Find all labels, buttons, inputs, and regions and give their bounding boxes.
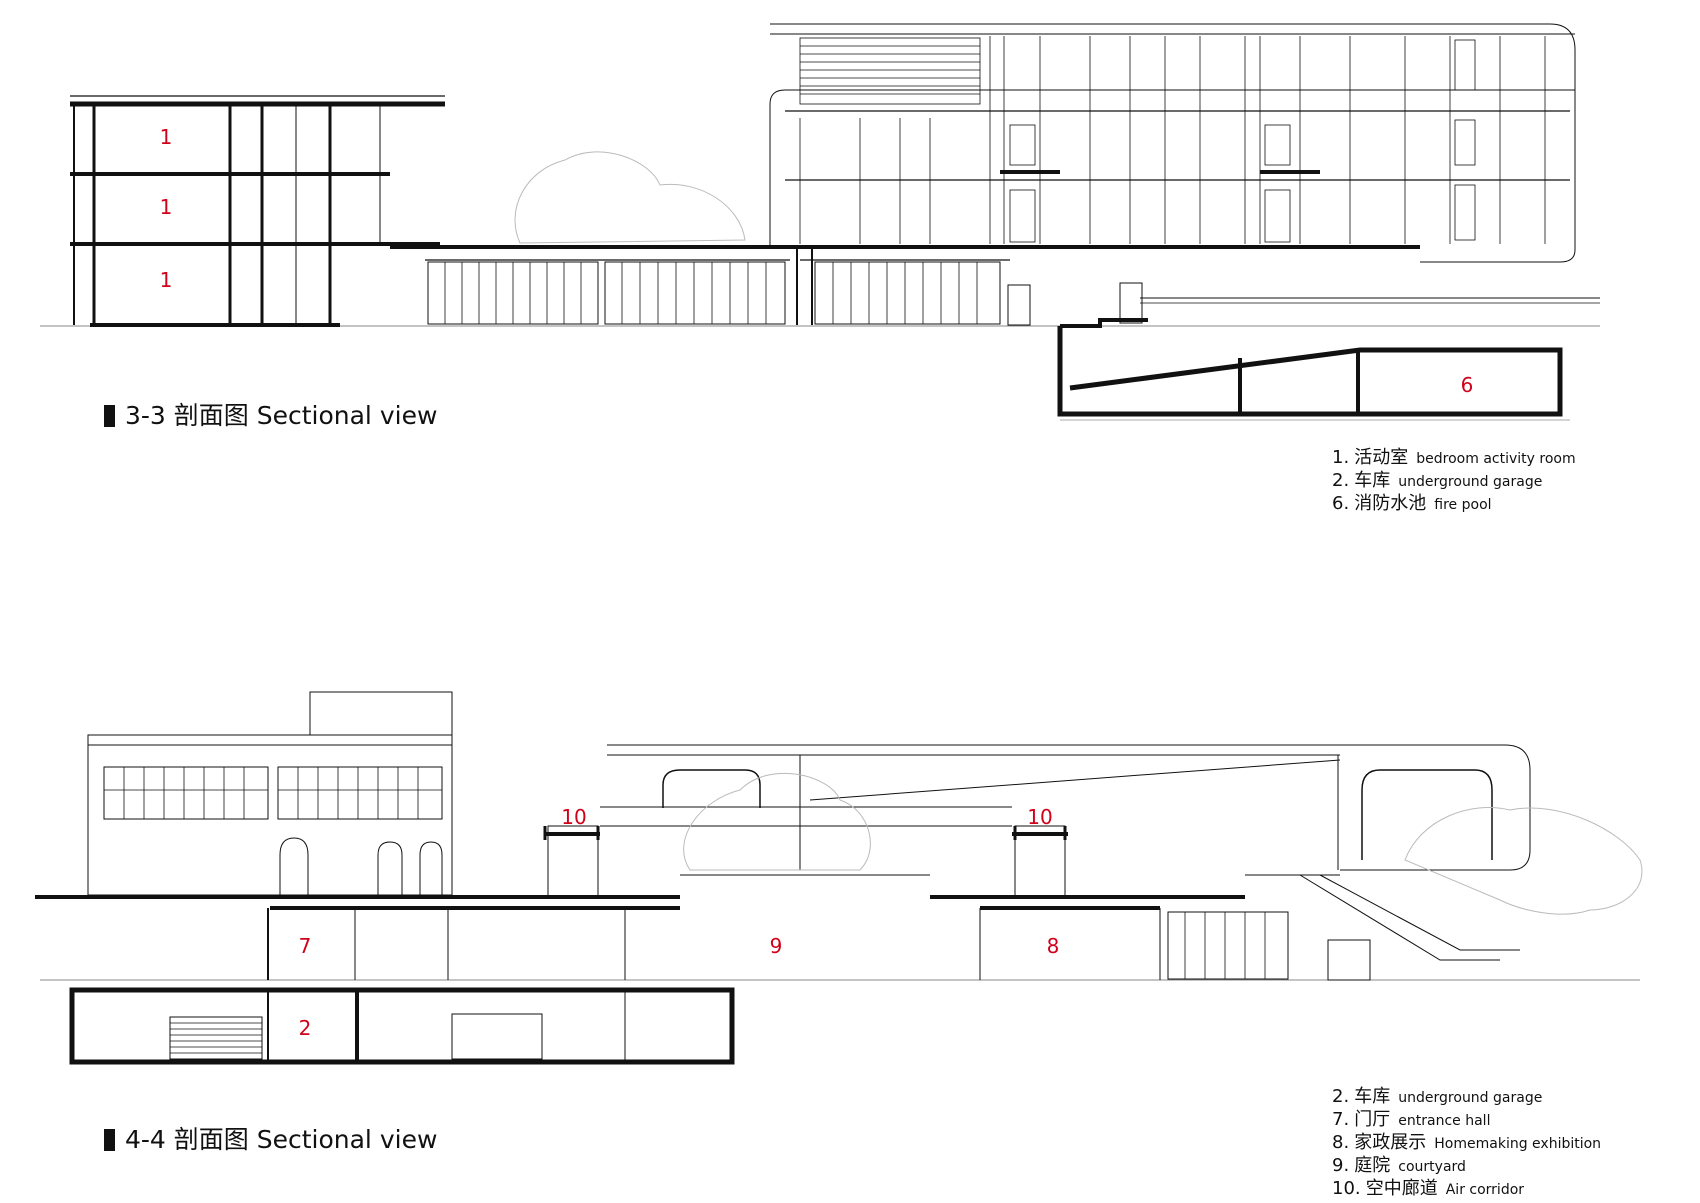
legend-item: 9. 庭院 courtyard	[1332, 1154, 1601, 1177]
legend-number: 8.	[1332, 1132, 1350, 1153]
title-marker	[104, 405, 115, 427]
room-label: 10	[561, 805, 587, 829]
legend-number: 9.	[1332, 1155, 1350, 1176]
legend-item: 2. 车库 underground garage	[1332, 1085, 1601, 1108]
legend-english: bedroom activity room	[1416, 451, 1576, 467]
legend-chinese: 家政展示	[1354, 1132, 1427, 1153]
legend-english: Air corridor	[1445, 1182, 1525, 1198]
section-3-3-legend: 1. 活动室 bedroom activity room 2. 车库 undergr…	[1332, 446, 1576, 515]
legend-item: 8. 家政展示 Homemaking exhibition	[1332, 1131, 1601, 1154]
legend-english: underground garage	[1398, 474, 1543, 490]
room-label: 1	[159, 268, 173, 292]
legend-item: 10. 空中廊道 Air corridor	[1332, 1177, 1601, 1200]
room-label: 2	[298, 1016, 312, 1040]
legend-number: 7.	[1332, 1109, 1350, 1130]
legend-chinese: 活动室	[1354, 447, 1409, 468]
legend-number: 2.	[1332, 470, 1350, 491]
legend-item: 6. 消防水池 fire pool	[1332, 492, 1576, 515]
room-label: 6	[1460, 373, 1474, 397]
section-3-3-title: 3-3 剖面图 Sectional view	[104, 396, 437, 432]
legend-english: Homemaking exhibition	[1434, 1136, 1602, 1152]
legend-number: 6.	[1332, 493, 1350, 514]
legend-item: 2. 车库 underground garage	[1332, 469, 1576, 492]
legend-chinese: 车库	[1354, 470, 1391, 491]
section-4-4-drawing	[35, 691, 1643, 1065]
legend-chinese: 空中廊道	[1365, 1178, 1438, 1199]
section-3-3-drawing	[40, 23, 1600, 421]
room-label: 10	[1027, 805, 1053, 829]
section-4-4-legend: 2. 车库 underground garage 7. 门厅 entrance ha…	[1332, 1085, 1601, 1200]
legend-number: 2.	[1332, 1086, 1350, 1107]
legend-item: 7. 门厅 entrance hall	[1332, 1108, 1601, 1131]
legend-chinese: 车库	[1354, 1086, 1391, 1107]
legend-number: 1.	[1332, 447, 1350, 468]
legend-chinese: 门厅	[1354, 1109, 1391, 1130]
room-label: 8	[1046, 934, 1060, 958]
room-label: 9	[769, 934, 783, 958]
room-label: 1	[159, 195, 173, 219]
legend-number: 10.	[1332, 1178, 1361, 1199]
section-4-4-title: 4-4 剖面图 Sectional view	[104, 1120, 437, 1156]
room-label: 1	[159, 125, 173, 149]
room-label: 7	[298, 934, 312, 958]
legend-english: underground garage	[1398, 1090, 1543, 1106]
legend-english: fire pool	[1434, 497, 1492, 513]
legend-chinese: 庭院	[1354, 1155, 1391, 1176]
legend-chinese: 消防水池	[1354, 493, 1427, 514]
title-marker	[104, 1129, 115, 1151]
legend-item: 1. 活动室 bedroom activity room	[1332, 446, 1576, 469]
section-4-4-title-text: 4-4 剖面图 Sectional view	[125, 1125, 438, 1154]
legend-english: courtyard	[1398, 1159, 1466, 1175]
section-3-3-title-text: 3-3 剖面图 Sectional view	[125, 401, 438, 430]
legend-english: entrance hall	[1398, 1113, 1491, 1129]
